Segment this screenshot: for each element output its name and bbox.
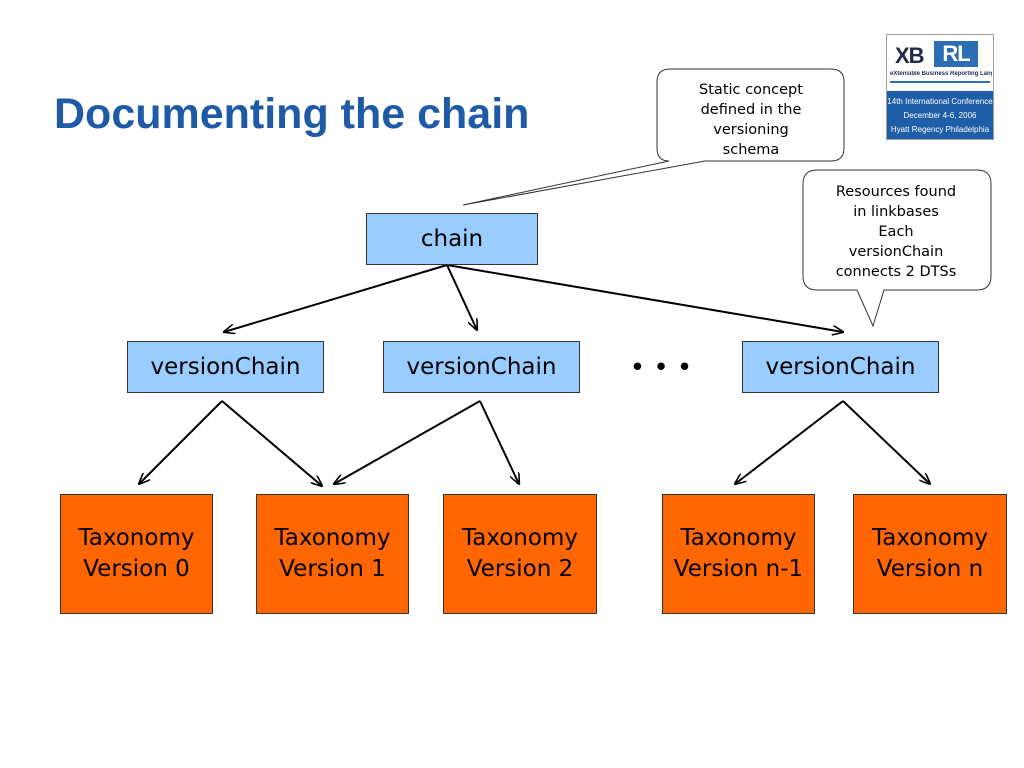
callout-resources-line: Each [878, 224, 914, 240]
taxonomy-line2: Version 2 [466, 556, 574, 582]
node-versionchain-1: versionChain [127, 341, 324, 393]
page-title: Documenting the chain [54, 90, 530, 138]
taxonomy-line1: Taxonomy [680, 525, 797, 551]
edge-chain-to-versionchain-3 [446, 264, 843, 332]
taxonomy-line1: Taxonomy [274, 525, 391, 551]
callout-resources-bubble [802, 169, 992, 328]
edge-vc3-to-taxn1 [735, 400, 844, 484]
callout-resources-line: Resources found [835, 184, 957, 200]
callout-resources-line: connects 2 DTSs [835, 264, 957, 280]
edge-vc3-to-taxn [842, 400, 930, 484]
node-taxonomy-version-0: Taxonomy Version 0 [60, 494, 213, 614]
edge-vc2-to-tax1 [334, 400, 481, 484]
taxonomy-line2: Version 1 [279, 556, 386, 582]
node-versionchain-3: versionChain [742, 341, 939, 393]
callout-resources-line: versionChain [848, 244, 944, 260]
callout-static-line: schema [722, 142, 780, 158]
edge-chain-to-versionchain-1 [224, 264, 448, 332]
ellipsis-dots: • • • [630, 353, 693, 383]
callout-resources-line: in linkbases [853, 204, 939, 220]
logo-venue-line: Hyatt Regency Philadelphia [890, 125, 990, 134]
node-taxonomy-version-n: Taxonomy Version n [853, 494, 1007, 614]
callout-static-concept-text: Static concept defined in the versioning… [664, 80, 838, 160]
edge-vc1-to-tax1 [221, 400, 322, 486]
node-chain: chain [366, 213, 538, 265]
taxonomy-line2: Version 0 [83, 556, 190, 582]
node-taxonomy-version-2: Taxonomy Version 2 [443, 494, 597, 614]
taxonomy-line1: Taxonomy [462, 525, 578, 551]
node-versionchain-2: versionChain [383, 341, 580, 393]
callout-static-line: defined in the [700, 102, 802, 118]
edge-vc2-to-tax2 [479, 400, 519, 484]
callout-static-concept-bubble [462, 68, 845, 206]
taxonomy-line1: Taxonomy [872, 525, 988, 551]
taxonomy-line1: Taxonomy [78, 525, 195, 551]
logo-date-line: December 4-6, 2006 [903, 111, 977, 120]
edge-vc1-to-tax0 [139, 400, 223, 484]
callout-static-line: versioning [713, 122, 789, 138]
logo-brand-xb: XB [895, 43, 925, 68]
logo-tagline: eXtensible Business Reporting Language [890, 71, 992, 77]
logo-separator [890, 81, 990, 83]
callout-static-line: Static concept [699, 82, 803, 98]
logo-brand-rl: RL [934, 41, 978, 67]
logo-conference-line: 14th International Conference [887, 97, 993, 106]
node-taxonomy-version-n-1: Taxonomy Version n-1 [662, 494, 815, 614]
taxonomy-line2: Version n-1 [673, 556, 804, 582]
callout-resources-text: Resources found in linkbases Each versio… [808, 182, 984, 282]
edge-chain-to-versionchain-2 [446, 264, 477, 330]
taxonomy-line2: Version n [876, 556, 984, 582]
node-taxonomy-version-1: Taxonomy Version 1 [256, 494, 409, 614]
xbrl-conference-logo: XB RL eXtensible Business Reporting Lang… [886, 34, 994, 140]
